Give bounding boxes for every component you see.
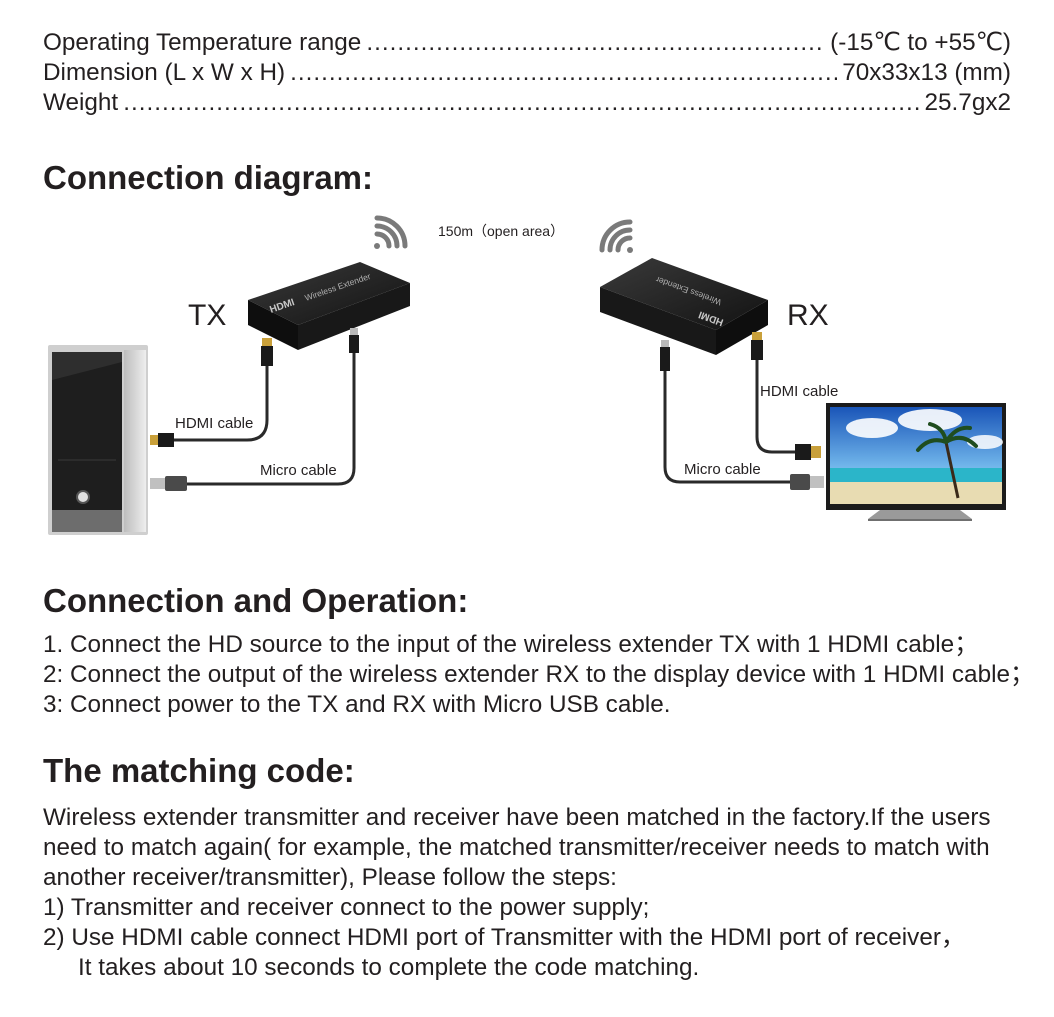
matching-code-heading: The matching code: bbox=[43, 752, 355, 789]
operation-step: 3: Connect power to the TX and RX with M… bbox=[43, 691, 671, 718]
operation-heading: Connection and Operation: bbox=[43, 582, 469, 619]
tx-micro-cable bbox=[150, 328, 359, 491]
spec-row-dimension: Dimension (L x W x H) 70x33x13 (mm) bbox=[43, 58, 1011, 88]
hdmi-connector-icon bbox=[795, 444, 821, 460]
wifi-signal-icon bbox=[599, 219, 633, 253]
spec-value: (-15℃ to +55℃) bbox=[830, 29, 1011, 56]
tx-extender-device: HDMI Wireless Extender bbox=[248, 262, 410, 350]
power-button-icon bbox=[76, 490, 90, 504]
rx-extender-device: Wireless Extender HDMI bbox=[600, 258, 768, 355]
matching-step: 2) Use HDMI cable connect HDMI port of T… bbox=[43, 924, 966, 951]
rx-label: RX bbox=[787, 299, 829, 332]
rx-hdmi-cable-label: HDMI cable bbox=[760, 383, 838, 400]
matching-step: 1) Transmitter and receiver connect to t… bbox=[43, 894, 650, 921]
hdmi-connector-icon bbox=[150, 433, 174, 447]
dot-leader bbox=[366, 28, 825, 58]
tx-micro-cable-label: Micro cable bbox=[260, 462, 337, 479]
wifi-signal-icon bbox=[374, 215, 408, 249]
matching-text-line: another receiver/transmitter), Please fo… bbox=[43, 864, 617, 891]
operation-step: 2: Connect the output of the wireless ex… bbox=[43, 661, 1035, 688]
rx-hdmi-cable bbox=[751, 332, 821, 460]
rx-micro-cable-label: Micro cable bbox=[684, 461, 761, 478]
spec-label: Weight bbox=[43, 89, 119, 116]
matching-text-line: need to match again( for example, the ma… bbox=[43, 834, 990, 861]
tx-hdmi-cable bbox=[150, 338, 273, 447]
tx-label: TX bbox=[188, 299, 226, 332]
rx-micro-cable bbox=[660, 340, 824, 490]
tx-hdmi-cable-label: HDMI cable bbox=[175, 415, 253, 432]
tv-icon bbox=[826, 403, 1006, 521]
connection-diagram-heading: Connection diagram: bbox=[43, 159, 374, 196]
dot-leader bbox=[290, 58, 837, 88]
spec-label: Operating Temperature range bbox=[43, 29, 362, 56]
pc-tower-icon bbox=[48, 345, 148, 535]
operation-step: 1. Connect the HD source to the input of… bbox=[43, 631, 979, 658]
spec-row-weight: Weight 25.7gx2 bbox=[43, 88, 1011, 118]
matching-step-continuation: It takes about 10 seconds to complete th… bbox=[78, 954, 700, 981]
spec-row-temperature: Operating Temperature range (-15℃ to +55… bbox=[43, 28, 1011, 58]
spec-value: 25.7gx2 bbox=[924, 89, 1011, 116]
usb-connector-icon bbox=[150, 476, 187, 491]
spec-label: Dimension (L x W x H) bbox=[43, 59, 286, 86]
usb-connector-icon bbox=[790, 474, 824, 490]
spec-value: 70x33x13 (mm) bbox=[842, 59, 1011, 86]
range-label: 150m（open area） bbox=[438, 223, 564, 239]
dot-leader bbox=[123, 88, 919, 118]
matching-text-line: Wireless extender transmitter and receiv… bbox=[43, 804, 991, 831]
connection-diagram: 150m（open area） TX RX HDMI Wireless Exte… bbox=[48, 215, 1006, 535]
